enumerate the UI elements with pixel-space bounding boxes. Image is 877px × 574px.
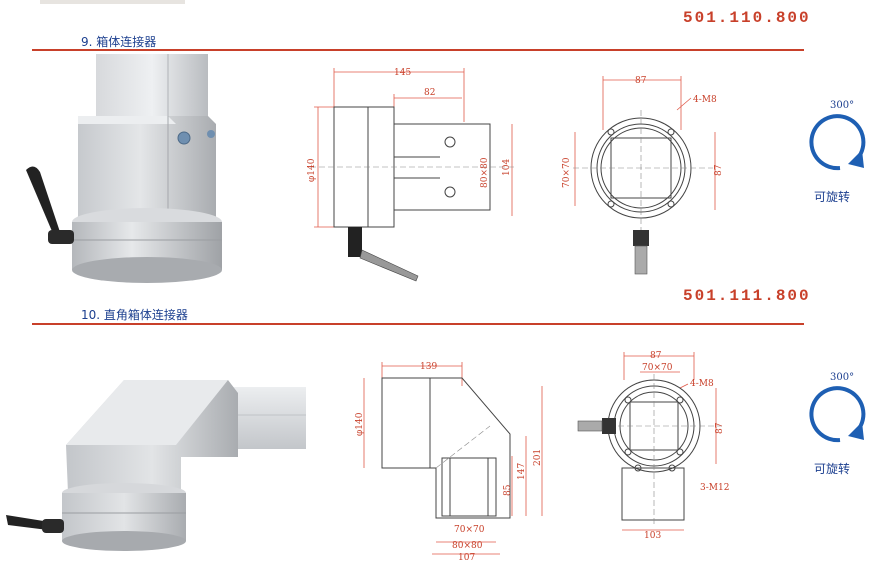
section-divider: [32, 323, 804, 325]
rotation-degree: 300°: [830, 100, 855, 111]
top-strip: [40, 0, 185, 4]
front-view-drawing: 87 70×70 4-M8 87 3-M12 103: [577, 351, 729, 541]
dimension-label: 3-M12: [700, 483, 729, 493]
dimension-label: 139: [420, 362, 437, 372]
rotation-badge: 300° 可旋转: [798, 96, 877, 206]
section-title: 9. 箱体连接器: [81, 35, 157, 49]
side-view-drawing: 139 φ140 201 147 85 70×70 80×80 107: [355, 362, 543, 563]
section-title: 10. 直角箱体连接器: [81, 308, 188, 322]
product-code: 501.110.800: [683, 9, 811, 27]
rotation-badge: 300° 可旋转: [798, 368, 877, 478]
dimension-label: 87: [714, 164, 724, 176]
product-photo-right-angle-connector: [6, 380, 306, 551]
dimension-label: 201: [533, 449, 543, 466]
dimension-label: 85: [503, 484, 513, 496]
product-code: 501.111.800: [683, 287, 811, 305]
dimension-label: 87: [635, 76, 647, 86]
front-view-drawing: 87 4-M8 70×70 87: [562, 76, 724, 275]
product-photo-box-connector: [26, 54, 222, 283]
rotate-arrow-icon: [809, 114, 866, 171]
dimension-label: φ140: [307, 158, 317, 182]
dimension-label: 104: [502, 159, 512, 176]
dimension-label: 4-M8: [690, 379, 714, 389]
dimension-label: 145: [394, 68, 411, 78]
dimension-label: 147: [517, 463, 527, 480]
dimension-label: 87: [715, 422, 725, 434]
rotation-degree: 300°: [830, 372, 855, 383]
dimension-label: 107: [458, 553, 475, 563]
dimension-label: 4-M8: [693, 95, 717, 105]
dimension-label: 70×70: [562, 157, 572, 188]
section-divider: [32, 49, 804, 51]
rotate-arrow-icon: [809, 386, 866, 443]
dimension-label: φ140: [355, 412, 365, 436]
dimension-label: 80×80: [452, 541, 483, 551]
dimension-label: 82: [424, 88, 435, 98]
dimension-label: 103: [644, 531, 661, 541]
rotation-label: 可旋转: [814, 190, 851, 204]
dimension-label: 70×70: [454, 525, 485, 535]
dimension-label: 80×80: [480, 157, 490, 188]
rotation-label: 可旋转: [814, 462, 851, 476]
side-view-drawing: 145 82 φ140 80×80 104: [307, 68, 515, 282]
dimension-label: 70×70: [642, 363, 673, 373]
dimension-label: 87: [650, 351, 662, 361]
